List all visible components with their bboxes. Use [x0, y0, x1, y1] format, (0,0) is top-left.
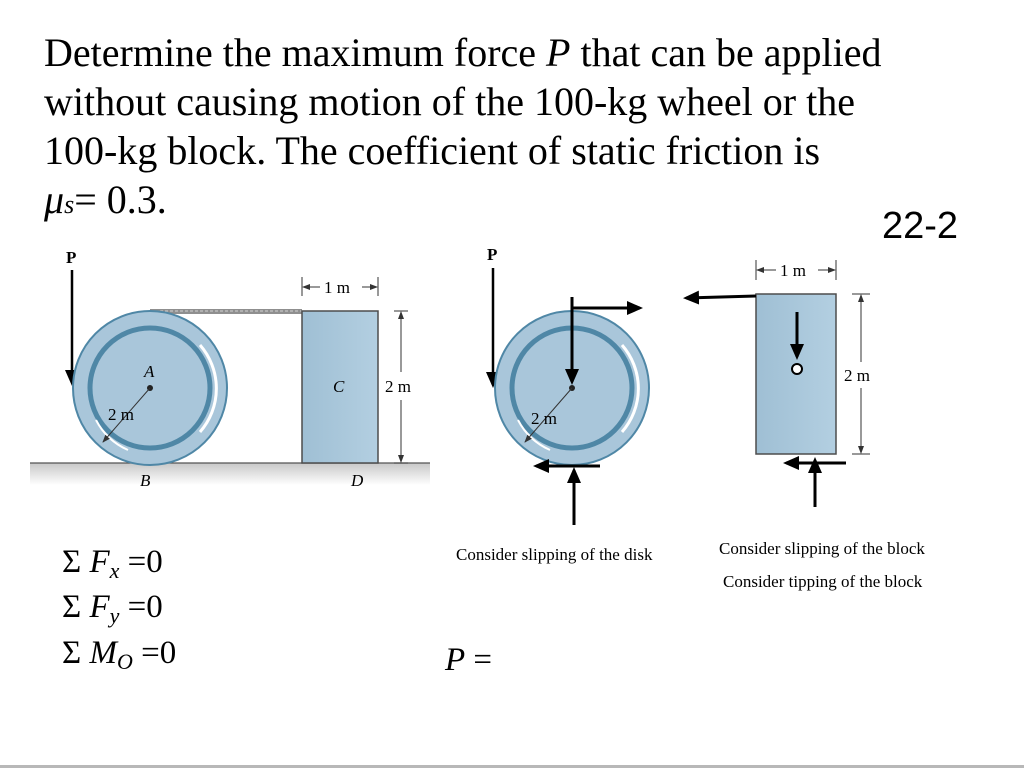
mu-subscript: s: [64, 190, 75, 219]
equation-variable: M: [89, 635, 117, 671]
block-tension-arrow: [683, 290, 757, 305]
fbd-disk-radius-line: [524, 387, 573, 443]
equation-sum-fx: Σ Fx =0: [62, 544, 163, 589]
problem-line-1: Determine the maximum force P that can b…: [44, 28, 984, 77]
caption-block-tip: Consider tipping of the block: [723, 572, 923, 591]
block-width-label: 1 m: [324, 278, 350, 297]
fbd-disk-highlight: [620, 344, 640, 433]
main-figure: P A 2 m B C D 1 m 2 m: [30, 248, 430, 490]
fbd-force-p-label: P: [487, 245, 497, 264]
force-variable: P: [546, 30, 571, 75]
disk-fbd: P 2 m: [486, 245, 650, 525]
fbd-block-height-label: 2 m: [844, 366, 870, 385]
block-height-label: 2 m: [385, 377, 411, 396]
sigma-symbol: Σ: [62, 589, 82, 625]
caption-disk-slip: Consider slipping of the disk: [456, 545, 653, 564]
ground: [30, 463, 430, 485]
point-a-label: A: [143, 362, 155, 381]
block-fbd: 1 m 2 m: [683, 260, 870, 507]
problem-statement: Determine the maximum force P that can b…: [44, 28, 984, 229]
fbd-disk-diameter-label: 2 m: [531, 409, 557, 428]
mu-symbol: μ: [44, 177, 65, 222]
point-d-label: D: [350, 471, 364, 490]
problem-line-3: 100-kg block. The coefficient of static …: [44, 128, 821, 173]
equation-subscript: x: [109, 558, 120, 583]
point-c-label: C: [333, 377, 345, 396]
answer-variable: P: [445, 642, 466, 678]
problem-text: Determine the maximum force: [44, 30, 547, 75]
equation-subscript: O: [116, 649, 133, 674]
problem-text: that can be applied: [570, 30, 882, 75]
mu-value: = 0.3.: [74, 177, 167, 222]
bottom-divider: [0, 765, 1024, 768]
force-p-label: P: [66, 248, 76, 267]
equation-sum-fy: Σ Fy =0: [62, 589, 163, 634]
caption-block-slip: Consider slipping of the block: [719, 539, 925, 558]
block: [301, 310, 379, 464]
wheel-inner-ring: [87, 325, 213, 451]
equation-variable: F: [89, 544, 110, 580]
fbd-block-width-label: 1 m: [780, 261, 806, 280]
wheel-radius-line: [102, 387, 151, 443]
equation-sum-mo: Σ MO =0: [62, 635, 176, 680]
problem-line-2: without causing motion of the 100-kg whe…: [44, 79, 855, 124]
sigma-symbol: Σ: [62, 544, 82, 580]
equation-rhs: =0: [127, 544, 163, 580]
wheel-highlight: [198, 344, 218, 433]
problem-number: 22-2: [881, 205, 958, 247]
equation-rhs: =0: [141, 635, 177, 671]
answer-line: P =: [445, 642, 492, 679]
problem-line-4: μs= 0.3.: [44, 175, 984, 229]
wheel-diameter-label: 2 m: [108, 405, 134, 424]
block-center: [791, 363, 803, 375]
answer-equals: =: [473, 642, 493, 678]
equation-variable: F: [89, 589, 110, 625]
equation-rhs: =0: [127, 589, 163, 625]
point-b-label: B: [140, 471, 151, 490]
sigma-symbol: Σ: [62, 635, 82, 671]
equation-subscript: y: [109, 603, 120, 628]
